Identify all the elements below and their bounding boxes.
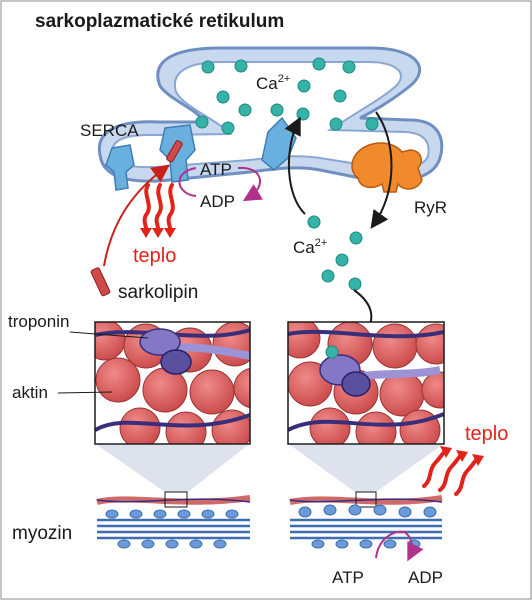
heat-arrowheads-left [140, 228, 176, 238]
atp-label-top: ATP [200, 160, 232, 179]
atp-adp-arrow-bottom [375, 530, 424, 562]
serca-label: SERCA [80, 121, 139, 140]
teplo-label-left: teplo [133, 245, 176, 267]
sarkolipin-binding-arrow [103, 164, 170, 267]
sarkolipin-bound [166, 140, 183, 163]
serca-pump-left [105, 144, 135, 191]
aktin-leader [57, 391, 113, 394]
troponin-leader [69, 331, 149, 339]
filament-left [96, 491, 251, 549]
atp-cycle-arrow-top [178, 167, 197, 197]
zoom-panel-left [94, 321, 251, 445]
troponin-label: troponin [8, 312, 69, 331]
zoom-panel-right [287, 321, 445, 445]
atp-adp-arrow-top [237, 166, 263, 202]
heat-arrows-right [422, 448, 480, 496]
ca-release-arrow [370, 111, 393, 229]
diagram-title: sarkoplazmatické retikulum [35, 11, 284, 32]
heat-arrowheads-right [440, 446, 484, 466]
aktin-label: aktin [12, 383, 48, 402]
sarkolipin-label: sarkolipin [118, 282, 198, 303]
ryr-receptor [351, 142, 423, 193]
zoom-cone-left [97, 445, 248, 492]
ryr-label: RyR [414, 198, 447, 217]
atp-label-bottom: ATP [332, 568, 364, 587]
myozin-label: myozin [12, 523, 72, 544]
ca-uptake-arrow [284, 116, 306, 215]
teplo-label-right: teplo [465, 423, 508, 445]
filament-right [289, 491, 443, 549]
ca-label-cytosol: Ca2+ [293, 237, 327, 257]
calcium-ions-cytosol [307, 215, 363, 291]
adp-label-bottom: ADP [408, 568, 443, 587]
adp-label-top: ADP [200, 192, 235, 211]
sarkolipin-free [90, 267, 111, 297]
zoom-cone-right [290, 445, 442, 492]
ca-label-lumen: Ca2+ [256, 73, 290, 93]
heat-arrows-left [142, 183, 175, 234]
